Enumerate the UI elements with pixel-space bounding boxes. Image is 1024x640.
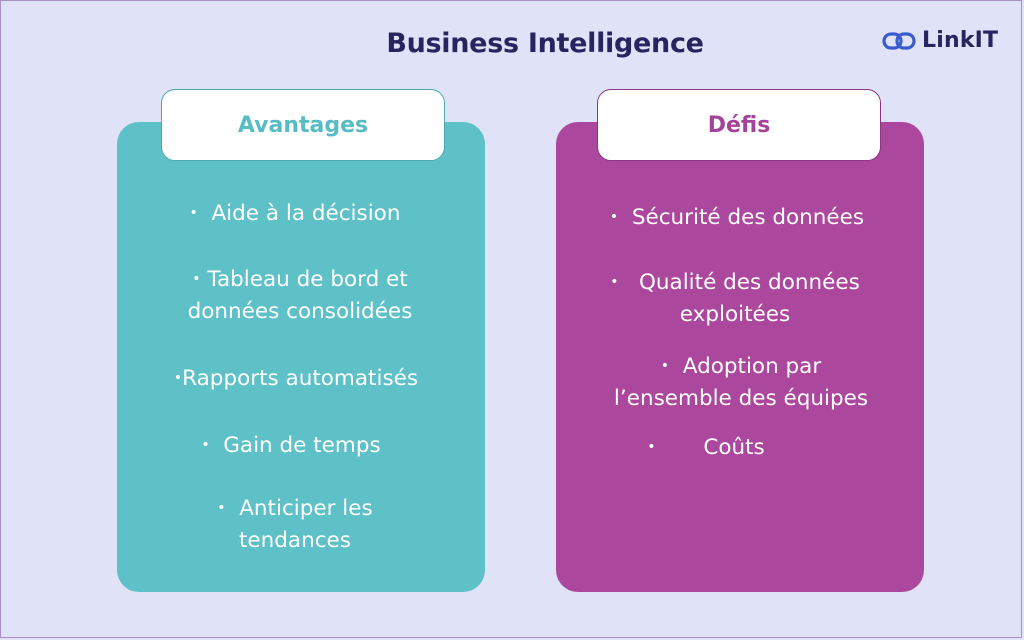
advantage-item-text: Anticiper les [239, 496, 373, 521]
advantage-item-text: Aide à la décision [211, 201, 401, 226]
bullet-icon: • [192, 271, 201, 287]
challenges-card [556, 122, 924, 592]
advantage-item: • Gain de temps [176, 431, 406, 463]
advantage-item: • Anticiper les tendances [190, 494, 400, 556]
advantage-item: •Rapports automatisés [146, 364, 446, 396]
page-title: Business Intelligence [386, 28, 704, 59]
challenge-item-text: Coûts [703, 435, 765, 460]
challenges-header: Défis [597, 89, 881, 161]
challenge-item: • Adoption par l’ensemble des équipes [586, 352, 896, 414]
advantage-item-text: Rapports automatisés [182, 366, 419, 391]
challenge-item-text: l’ensemble des équipes [613, 386, 869, 411]
advantage-item-text: Gain de temps [223, 433, 381, 458]
challenge-item: • Coûts [626, 433, 786, 465]
logo-text: LinkIT [922, 28, 999, 53]
advantage-item-text: données consolidées [187, 299, 413, 324]
challenge-item: • Sécurité des données [577, 203, 897, 235]
bullet-icon: • [189, 205, 198, 221]
bullet-icon: • [647, 439, 656, 455]
bullet-icon: • [173, 370, 183, 386]
logo: LinkIT [882, 28, 998, 53]
challenge-item-text: Qualité des données [638, 270, 860, 295]
bullet-icon: • [217, 500, 226, 516]
advantage-item: • Aide à la décision [160, 199, 430, 231]
challenge-item: • Qualité des données exploitées [580, 268, 890, 330]
advantage-item-text: tendances [239, 528, 351, 553]
challenge-item-text: exploitées [679, 302, 791, 327]
bullet-icon: • [201, 437, 210, 453]
bullet-icon: • [610, 274, 619, 290]
advantages-card [117, 122, 485, 592]
bullet-icon: • [609, 209, 619, 225]
challenge-item-text: Sécurité des données [631, 205, 865, 230]
challenge-item-text: Adoption par [682, 354, 822, 379]
advantage-item: • Tableau de bord et données consolidées [160, 265, 440, 327]
advantages-header: Avantages [161, 89, 445, 161]
bullet-icon: • [660, 358, 670, 374]
chain-link-icon [882, 31, 916, 50]
advantage-item-text: Tableau de bord et [207, 267, 408, 292]
